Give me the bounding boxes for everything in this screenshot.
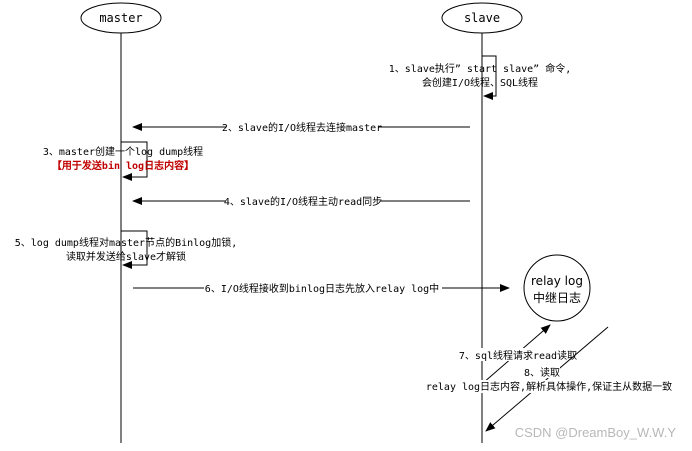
master-label: master	[99, 11, 142, 25]
step7-label: 7、sql线程请求read读取	[459, 349, 577, 362]
relay-log-label: relay log	[531, 274, 583, 288]
master-participant: master	[80, 2, 162, 34]
step5-label-line2: 读取并发送给slave才解锁	[66, 250, 186, 263]
step1-self-arrow	[482, 55, 497, 100]
step1-label-line1: 1、slave执行” start slave” 命令,	[389, 62, 571, 75]
step6-label: 6、I/O线程接收到binlog日志先放入relay log中	[205, 282, 439, 295]
step4-label: 4、slave的I/O线程主动read同步	[224, 195, 382, 208]
slave-label: slave	[464, 11, 500, 25]
step3-self-arrow	[121, 141, 148, 181]
step8-label-line1: 8、读取	[524, 366, 560, 379]
step5-label-line1: 5、log dump线程对master节点的Binlog加锁,	[15, 236, 237, 249]
watermark: CSDN @DreamBoy_W.W.Y	[515, 425, 677, 440]
step5-self-arrow	[121, 230, 148, 269]
slave-participant: slave	[441, 2, 523, 34]
step3-label-line2: 【用于发送bin log日志内容】	[52, 159, 194, 172]
step2-label: 2、slave的I/O线程去连接master	[222, 121, 382, 134]
step3-label-line1: 3、master创建一个log dump线程	[43, 145, 203, 158]
step8-label-line2: relay log日志内容,解析具体操作,保证主从数据一致	[426, 380, 672, 393]
relay-log-sublabel: 中继日志	[533, 290, 581, 305]
relay-log-node: relay log 中继日志	[523, 254, 591, 322]
step8-arrow	[485, 326, 609, 432]
step1-label-line2: 会创建I/O线程、SQL线程	[422, 76, 538, 89]
